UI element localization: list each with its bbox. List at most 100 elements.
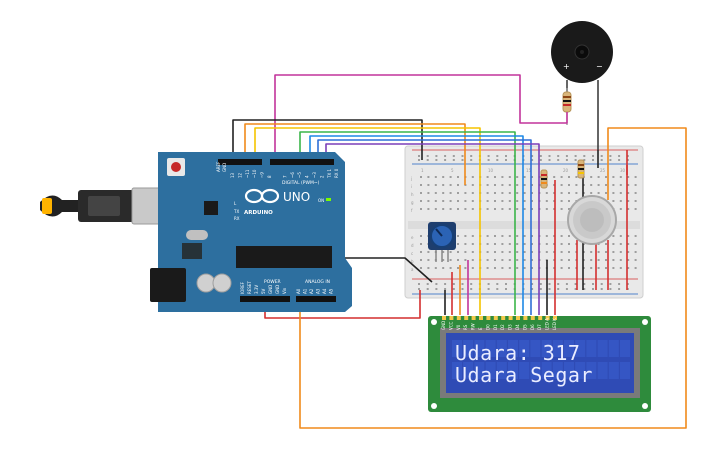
breadboard-hole[interactable] — [471, 176, 474, 178]
breadboard-hole[interactable] — [427, 184, 430, 186]
breadboard-hole[interactable] — [590, 251, 593, 253]
breadboard-hole[interactable] — [531, 235, 533, 237]
breadboard-hole[interactable] — [634, 176, 637, 178]
breadboard-hole[interactable] — [565, 155, 568, 157]
breadboard-hole[interactable] — [531, 159, 534, 161]
breadboard-hole[interactable] — [575, 176, 578, 178]
breadboard-hole[interactable] — [568, 259, 570, 261]
breadboard-hole[interactable] — [420, 184, 422, 186]
breadboard-hole[interactable] — [557, 283, 560, 285]
breadboard-hole[interactable] — [605, 184, 607, 186]
breadboard-hole[interactable] — [501, 251, 504, 253]
breadboard-hole[interactable] — [508, 200, 511, 202]
breadboard-hole[interactable] — [427, 192, 430, 194]
breadboard-hole[interactable] — [494, 200, 496, 202]
breadboard-hole[interactable] — [592, 288, 594, 290]
breadboard-hole[interactable] — [600, 159, 603, 161]
breadboard-hole[interactable] — [501, 192, 504, 194]
breadboard-hole[interactable] — [545, 251, 548, 253]
breadboard-hole[interactable] — [597, 192, 600, 194]
breadboard-hole[interactable] — [634, 243, 637, 245]
breadboard-hole[interactable] — [435, 159, 438, 161]
breadboard-hole[interactable] — [627, 208, 630, 210]
lcd-pin[interactable] — [508, 316, 513, 320]
breadboard-hole[interactable] — [609, 155, 612, 157]
breadboard-hole[interactable] — [557, 159, 560, 161]
breadboard-hole[interactable] — [634, 251, 637, 253]
breadboard-hole[interactable] — [464, 259, 467, 261]
breadboard-hole[interactable] — [494, 235, 496, 237]
breadboard-hole[interactable] — [464, 235, 467, 237]
breadboard-hole[interactable] — [574, 155, 577, 157]
breadboard-hole[interactable] — [452, 283, 455, 285]
breadboard-hole[interactable] — [634, 192, 637, 194]
breadboard-hole[interactable] — [590, 176, 593, 178]
lcd-pin[interactable] — [449, 316, 454, 320]
breadboard-hole[interactable] — [634, 184, 637, 186]
breadboard-hole[interactable] — [560, 192, 563, 194]
potentiometer[interactable] — [428, 222, 456, 262]
breadboard-hole[interactable] — [501, 259, 504, 261]
breadboard-hole[interactable] — [494, 243, 496, 245]
breadboard-hole[interactable] — [612, 235, 615, 237]
breadboard-hole[interactable] — [531, 259, 533, 261]
breadboard-hole[interactable] — [600, 155, 603, 157]
breadboard-hole[interactable] — [545, 235, 548, 237]
breadboard-hole[interactable] — [471, 267, 474, 269]
breadboard-hole[interactable] — [494, 176, 496, 178]
breadboard-hole[interactable] — [457, 235, 459, 237]
breadboard-hole[interactable] — [449, 251, 452, 253]
breadboard-hole[interactable] — [531, 200, 533, 202]
breadboard-hole[interactable] — [568, 267, 570, 269]
breadboard-hole[interactable] — [427, 251, 430, 253]
breadboard-hole[interactable] — [600, 283, 603, 285]
breadboard-hole[interactable] — [605, 251, 607, 253]
wire-blue[interactable] — [309, 135, 524, 315]
breadboard-hole[interactable] — [568, 251, 570, 253]
breadboard-hole[interactable] — [523, 200, 526, 202]
breadboard-hole[interactable] — [508, 235, 511, 237]
breadboard-hole[interactable] — [496, 288, 499, 290]
breadboard-hole[interactable] — [427, 259, 430, 261]
breadboard-hole[interactable] — [568, 235, 570, 237]
breadboard-hole[interactable] — [486, 267, 489, 269]
breadboard-hole[interactable] — [452, 159, 455, 161]
breadboard-hole[interactable] — [531, 155, 534, 157]
breadboard-hole[interactable] — [627, 184, 630, 186]
breadboard-hole[interactable] — [612, 251, 615, 253]
breadboard-hole[interactable] — [516, 184, 519, 186]
breadboard-hole[interactable] — [457, 251, 459, 253]
wire-yellow[interactable] — [254, 127, 481, 315]
breadboard-hole[interactable] — [539, 283, 542, 285]
breadboard-hole[interactable] — [508, 267, 511, 269]
breadboard-hole[interactable] — [427, 200, 430, 202]
wire-green[interactable] — [299, 131, 516, 315]
breadboard-hole[interactable] — [583, 288, 586, 290]
breadboard-hole[interactable] — [560, 200, 563, 202]
breadboard-hole[interactable] — [590, 267, 593, 269]
breadboard-hole[interactable] — [548, 288, 551, 290]
breadboard-hole[interactable] — [420, 200, 422, 202]
breadboard-hole[interactable] — [612, 259, 615, 261]
breadboard-hole[interactable] — [612, 184, 615, 186]
breadboard-hole[interactable] — [605, 243, 607, 245]
breadboard-hole[interactable] — [618, 159, 621, 161]
breadboard-hole[interactable] — [457, 267, 459, 269]
breadboard-hole[interactable] — [494, 208, 496, 210]
breadboard-hole[interactable] — [449, 267, 452, 269]
breadboard-hole[interactable] — [575, 184, 578, 186]
breadboard-hole[interactable] — [568, 243, 570, 245]
breadboard-hole[interactable] — [464, 267, 467, 269]
breadboard-hole[interactable] — [560, 208, 563, 210]
breadboard-hole[interactable] — [486, 184, 489, 186]
lcd-pin[interactable] — [553, 316, 557, 320]
breadboard-hole[interactable] — [505, 159, 507, 161]
breadboard-hole[interactable] — [568, 184, 570, 186]
breadboard-hole[interactable] — [444, 283, 447, 285]
breadboard-hole[interactable] — [565, 288, 568, 290]
breadboard-hole[interactable] — [420, 208, 422, 210]
breadboard-hole[interactable] — [634, 235, 637, 237]
breadboard-hole[interactable] — [486, 192, 489, 194]
lcd-pin[interactable] — [516, 316, 520, 320]
breadboard-hole[interactable] — [496, 155, 499, 157]
